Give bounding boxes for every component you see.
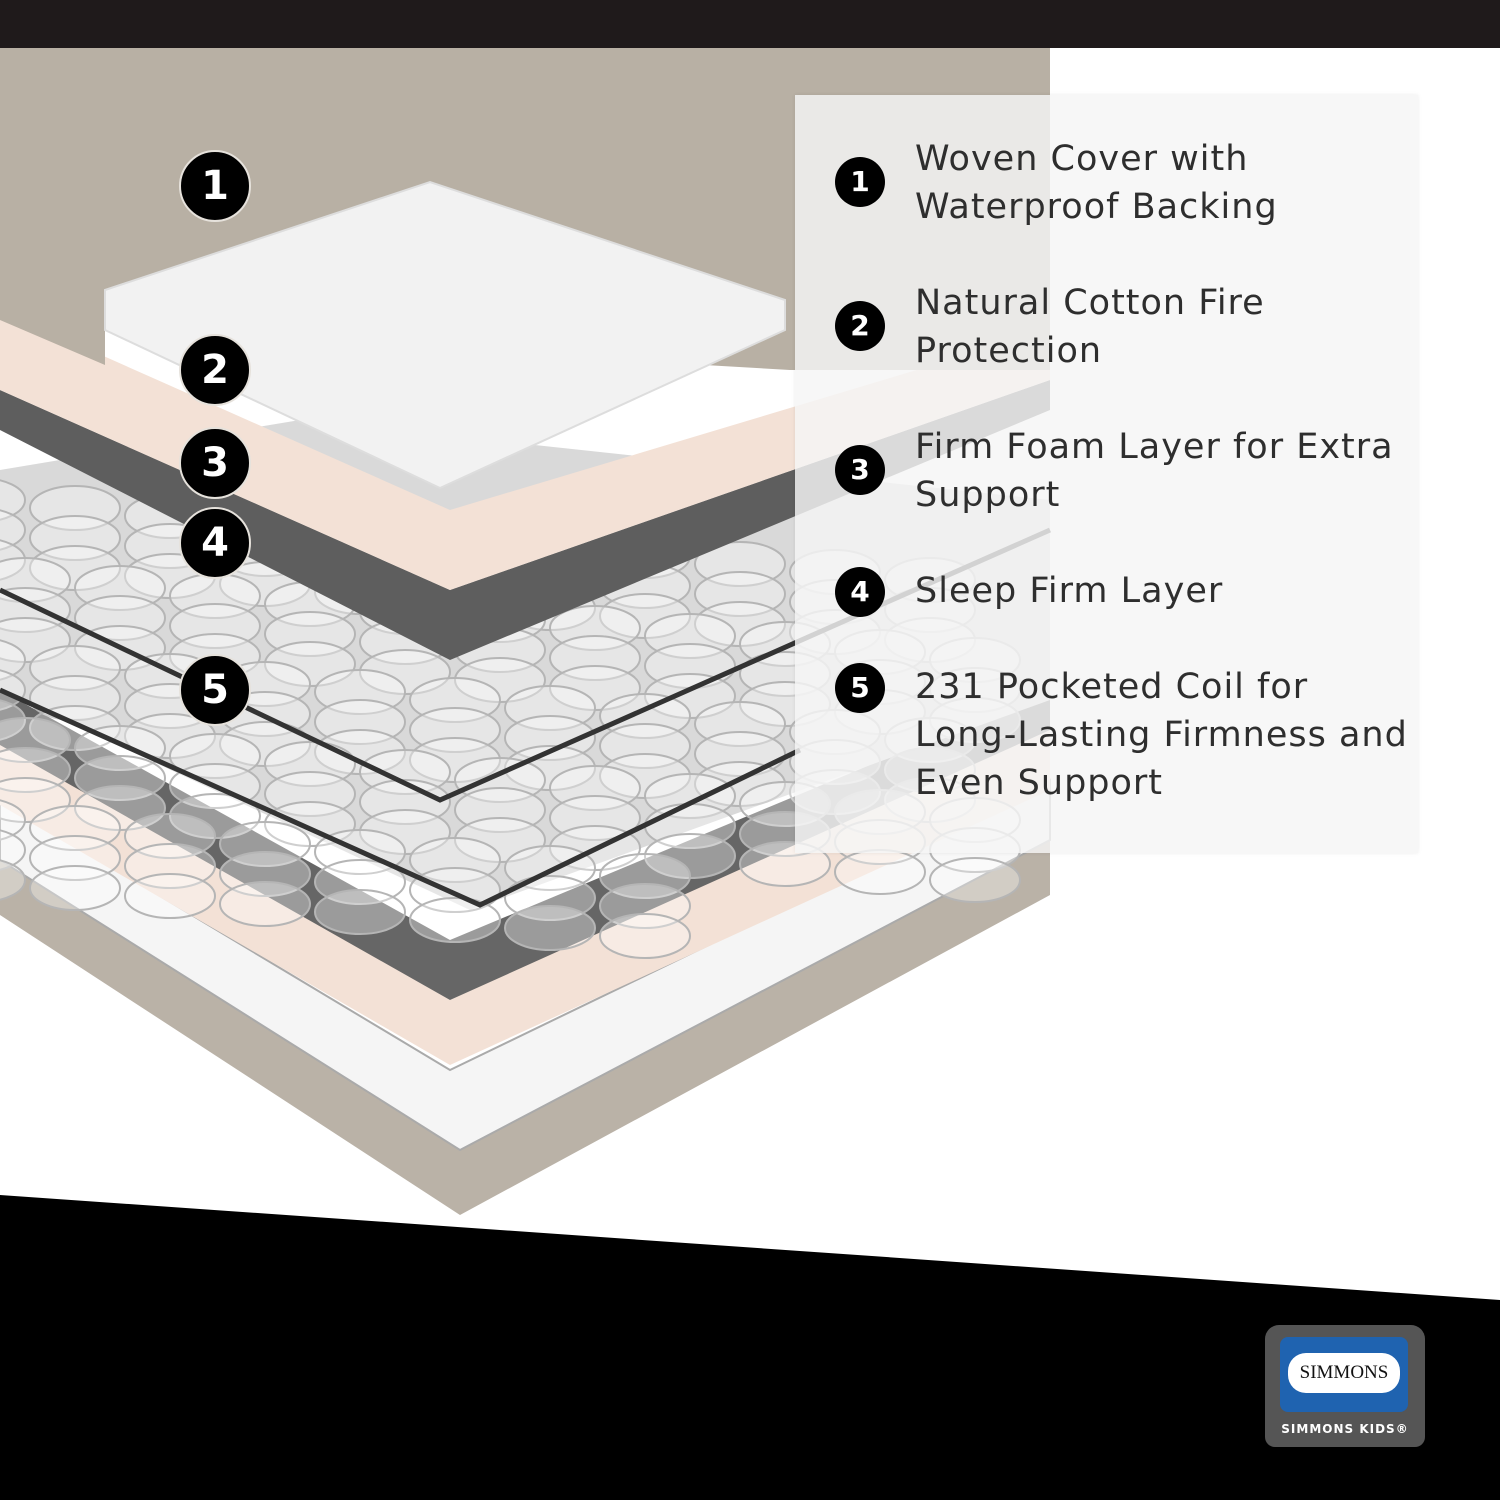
feature-number: 5 (835, 663, 885, 713)
layer-marker-3: 3 (179, 427, 251, 499)
coil (0, 479, 26, 521)
simmons-kids-logo: SIMMONS SIMMONS KIDS® (1265, 1325, 1425, 1447)
coil (0, 699, 26, 741)
feature-label: Sleep Firm Layer (915, 571, 1224, 611)
features-panel: 1 Woven Cover with Waterproof Backing 2 … (795, 95, 1418, 853)
coil (0, 509, 26, 551)
bottom-cotton-layer (0, 720, 1050, 1065)
coil (929, 857, 1021, 903)
feature-label: Woven Cover with Waterproof Backing (915, 139, 1278, 227)
feature-item: 4 Sleep Firm Layer (835, 567, 1415, 617)
coil (0, 747, 71, 793)
coil (0, 717, 71, 763)
feature-number: 3 (835, 445, 885, 495)
feature-item: 5 231 Pocketed Coil for Long-Lasting Fir… (835, 663, 1415, 807)
feature-label: Firm Foam Layer for Extra Support (915, 427, 1394, 515)
coil (599, 913, 691, 959)
feature-label: Natural Cotton Fire Protection (915, 283, 1265, 371)
layer-marker-1: 1 (179, 150, 251, 222)
feature-item: 1 Woven Cover with Waterproof Backing (835, 135, 1415, 231)
top-bar (0, 0, 1500, 48)
coil (409, 897, 501, 943)
coil (0, 829, 26, 871)
coil (504, 905, 596, 951)
feature-number: 1 (835, 157, 885, 207)
logo-badge: SIMMONS (1280, 1337, 1408, 1412)
coil (29, 865, 121, 911)
logo-sub: SIMMONS KIDS® (1281, 1422, 1409, 1436)
coil (0, 799, 26, 841)
coil (834, 849, 926, 895)
feature-item: 3 Firm Foam Layer for Extra Support (835, 423, 1415, 519)
feature-item: 2 Natural Cotton Fire Protection (835, 279, 1415, 375)
coil-wire-bottom (0, 687, 802, 908)
bottom-black-band (0, 1195, 1500, 1500)
feature-label: 231 Pocketed Coil for Long-Lasting Firmn… (915, 667, 1408, 803)
cotton-fire-pad (104, 180, 786, 490)
coil (124, 873, 216, 919)
coil (0, 859, 26, 901)
coil (314, 889, 406, 935)
coil (0, 639, 26, 681)
feature-number: 4 (835, 567, 885, 617)
bottom-cover-layer (0, 830, 1050, 1215)
layer-marker-2: 2 (179, 334, 251, 406)
coil (0, 539, 26, 581)
layer-marker-5: 5 (179, 654, 251, 726)
coil (739, 841, 831, 887)
coil (219, 881, 311, 927)
layer-marker-4: 4 (179, 507, 251, 579)
feature-number: 2 (835, 301, 885, 351)
logo-brand: SIMMONS (1288, 1353, 1400, 1393)
